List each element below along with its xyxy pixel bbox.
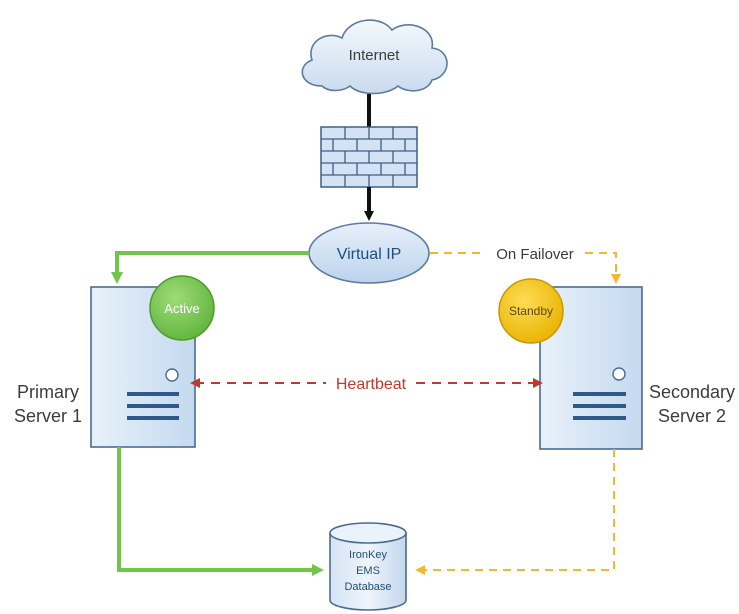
firewall [320,126,418,188]
database-cylinder-icon [329,522,407,611]
primary-server-label-line1: Primary [17,382,79,402]
database-label-line3: Database [344,581,391,593]
vip-to-secondary-failover-route-end [585,252,621,284]
heartbeat-label: Heartbeat [336,376,407,393]
secondary-server-label-line1: Secondary [649,382,735,402]
standby-status-label: Standby [509,304,553,318]
primary-server: Active Primary Server 1 [14,275,215,448]
primary-to-database-route [117,447,324,576]
on-failover-label: On Failover [496,246,574,263]
primary-server-label-line2: Server 1 [14,406,82,426]
active-status-label: Active [164,301,199,316]
cloud-icon [301,19,448,95]
virtual-ip-node: Virtual IP [308,222,430,284]
standby-status-indicator [498,278,564,344]
brick-firewall-icon [320,126,418,188]
database-label-line2: EMS [356,565,380,577]
internet-cloud: Internet [301,19,448,95]
secondary-server: Standby Secondary Server 2 [498,278,735,450]
secondary-server-label-line2: Server 2 [658,406,726,426]
secondary-to-database-failover-route [415,449,615,575]
vip-to-primary-route [111,251,309,284]
internet-label: Internet [349,47,401,64]
database-label-line1: IronKey [349,549,387,561]
active-status-indicator [149,275,215,341]
virtual-ip-label: Virtual IP [337,246,402,263]
database: IronKey EMS Database [329,522,407,611]
